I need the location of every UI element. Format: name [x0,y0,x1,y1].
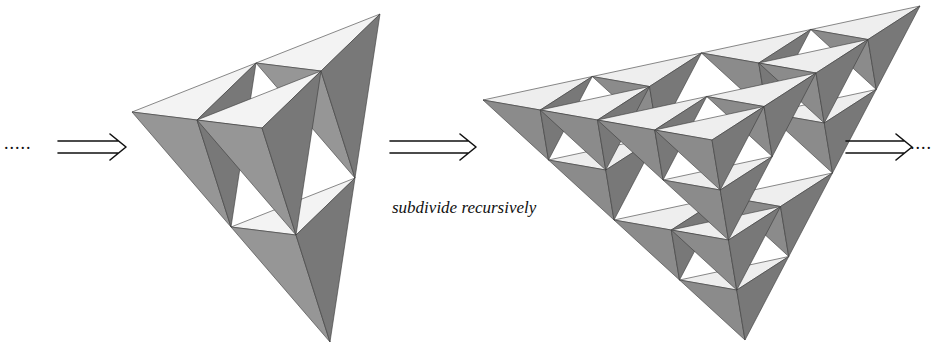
tetra-face [262,71,321,235]
double-arrow [846,134,912,160]
tetra-face [321,14,380,178]
tetra-face [614,220,680,280]
tetra-face [680,280,746,340]
double-arrow [58,134,126,160]
step-caption: subdivide recursively [392,198,536,218]
tetra-face [868,6,920,90]
tetrahedron-level-1 [132,14,380,342]
tetra-face [655,130,721,190]
tetra-face [540,110,606,170]
tetra-face [483,100,549,160]
tetra-face [671,230,737,290]
tetra-face [816,40,868,124]
tetra-face [598,120,664,180]
tetra-face [781,173,833,257]
tetra-face [712,107,764,191]
tetrahedron-level-2 [483,6,920,340]
tetra-face [549,160,615,220]
tetra-face [764,73,816,157]
tetra-face [663,180,729,240]
ellipsis-dots: .... [910,133,932,155]
tetra-face [296,178,355,342]
ellipsis-dots: ..... [4,133,32,155]
double-arrow [390,134,476,160]
